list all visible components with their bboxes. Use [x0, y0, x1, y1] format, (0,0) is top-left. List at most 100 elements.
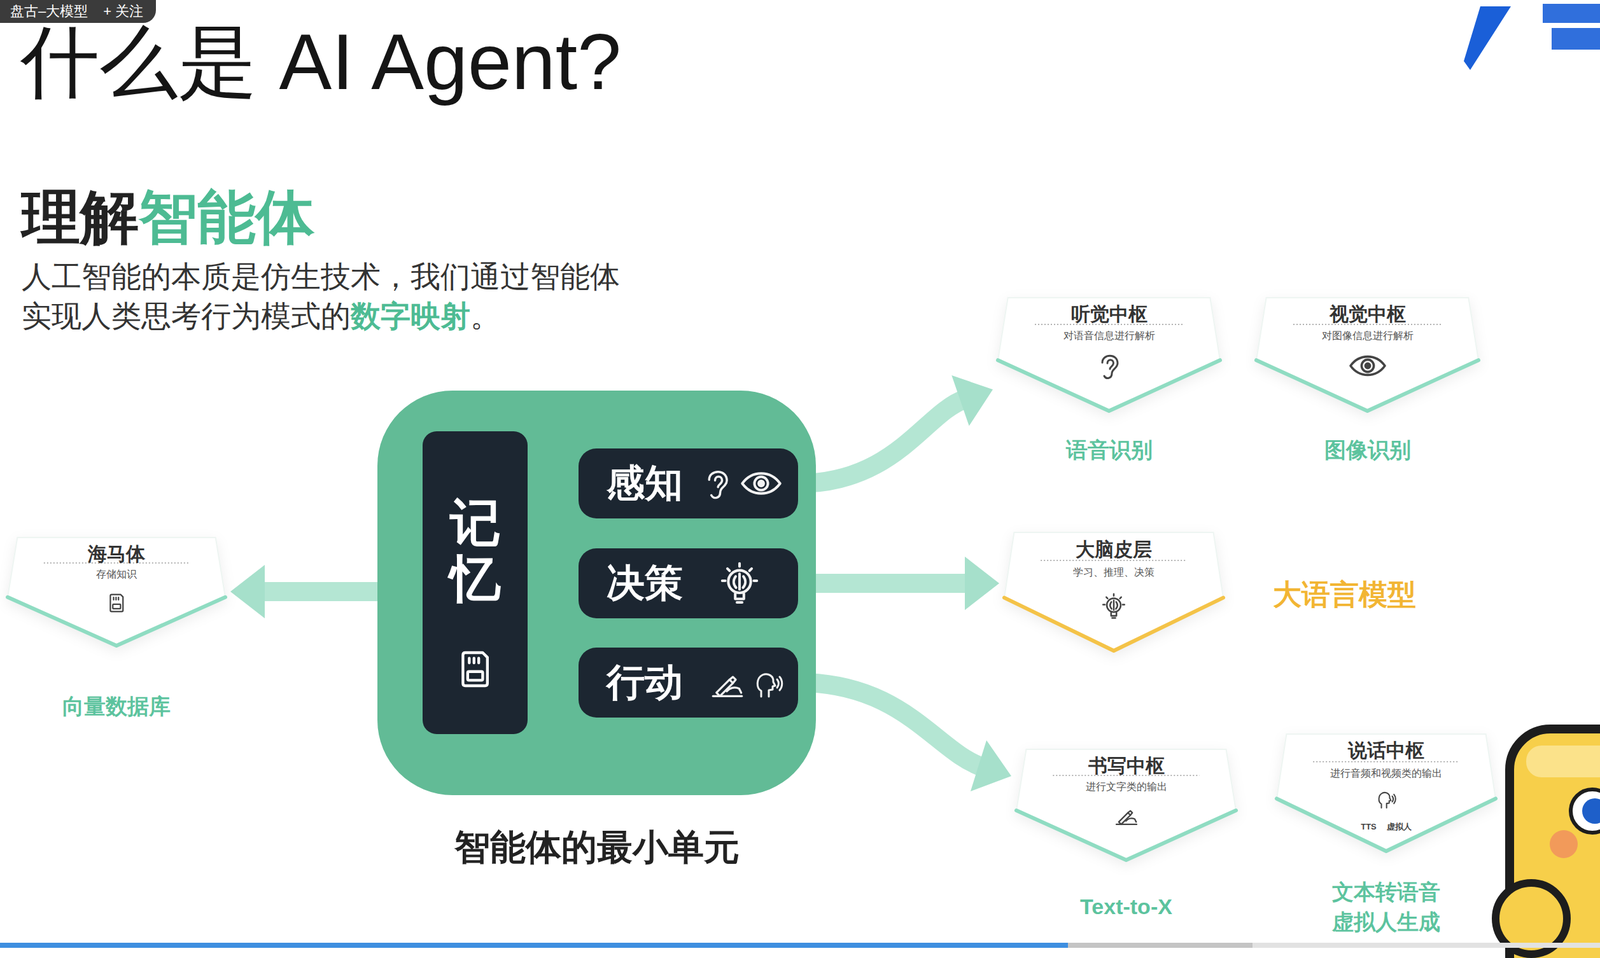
pill-label: 感知 — [606, 464, 683, 503]
intro-paragraph: 人工智能的本质是仿生技术，我们通过智能体实现人类思考行为模式的数字映射。 — [21, 257, 636, 337]
card-outer-label-slot: 文本转语音 虚拟人生成 — [1224, 877, 1548, 938]
card-outer-label: 大语言模型 — [1272, 575, 1417, 615]
card-outline — [1276, 734, 1496, 852]
card-edge — [1004, 598, 1224, 652]
card-title-slot: 书写中枢 — [1015, 754, 1238, 778]
arrow-band — [798, 399, 966, 484]
card-title-slot: 听觉中枢 — [996, 302, 1222, 326]
memory-card-icon — [455, 649, 495, 690]
card-outer-label-slot: 图像识别 — [1204, 435, 1531, 466]
label-text: + 关注 — [103, 1, 144, 22]
card-sub-slot: 进行文字类的输出 — [1015, 780, 1238, 793]
card-subtitle: 对图像信息进行解析 — [1321, 329, 1414, 342]
card-title-slot: 大脑皮层 — [1003, 538, 1225, 562]
card-outer-label: Text-to-X — [1080, 892, 1173, 923]
label-text: 盘古–大模型 — [10, 1, 88, 22]
arrow-band — [798, 574, 970, 594]
mascot-eye — [1570, 789, 1600, 834]
brain-region-card: 大脑皮层学习、推理、决策大语言模型 — [1003, 530, 1225, 653]
label-text: 理解 — [21, 184, 139, 250]
pill-label: 决策 — [606, 564, 683, 603]
progress-played — [0, 943, 1068, 949]
mascot-pupil — [1582, 798, 1600, 825]
card-outer-label-slot: 语音识别 — [945, 435, 1273, 466]
card-edge — [1016, 810, 1236, 861]
mascot-highlight — [1526, 745, 1600, 778]
label-text: 。 — [470, 299, 501, 333]
unit-caption: 智能体的最小单元 — [454, 826, 740, 869]
ear-icon — [698, 465, 736, 503]
card-title: 海马体 — [87, 542, 146, 566]
speaking-head-icon — [752, 668, 785, 701]
logo-slash — [1463, 6, 1511, 71]
card-sub-slot: 存储知识 — [6, 568, 227, 581]
card-subtitle: 进行文字类的输出 — [1085, 780, 1168, 793]
agent-unit-box: 智能体的最小单元记忆 感知 决策 行动 — [377, 390, 816, 796]
label-text: 人工智能的本质是仿生技术，我们通过智能体实现人类思考行为模式的 — [21, 259, 620, 333]
progress-buffer — [1067, 943, 1253, 949]
bulb-icon — [717, 561, 762, 606]
card-outer-label-slot: 大语言模型 — [1272, 575, 1417, 615]
card-outline — [1016, 749, 1236, 861]
card-subtitle: 进行音频和视频类的输出 — [1330, 767, 1443, 780]
title-slot: 什么是 AI Agent? — [20, 16, 622, 108]
vertical-label: 记忆 — [449, 495, 501, 608]
card-title: 书写中枢 — [1088, 754, 1165, 778]
brain-region-card: 听觉中枢对语音信息进行解析语音识别 — [996, 295, 1222, 414]
card-title-slot: 视觉中枢 — [1255, 302, 1480, 326]
eye-icon — [740, 462, 783, 505]
card-title-slot: 说话中枢 — [1275, 739, 1497, 763]
capability-pill: 感知 — [578, 448, 799, 519]
card-divider — [1312, 761, 1460, 764]
arrow-band — [798, 682, 984, 768]
card-edge — [7, 597, 226, 646]
brain-region-card: 海马体存储知识向量数据库 — [6, 535, 227, 648]
capability-pill: 行动 — [578, 647, 799, 718]
ear-icon — [1093, 350, 1126, 382]
arrow-head — [964, 556, 1000, 611]
pill-label: 行动 — [606, 663, 683, 702]
card-sub-slot: 学习、推理、决策 — [1003, 566, 1225, 579]
pill-text-slot: 决策 — [606, 548, 683, 619]
card-outer-label-slot: 向量数据库 — [0, 691, 278, 722]
arrow-head — [951, 375, 993, 426]
section-heading: 理解智能体 — [21, 182, 315, 253]
pill-text-slot: 行动 — [606, 647, 683, 718]
card-outer-label: 图像识别 — [1324, 435, 1411, 466]
flow-arrow — [798, 375, 993, 484]
label-text: 数字映射 — [350, 299, 471, 333]
capability-pill: 决策 — [578, 548, 799, 619]
card-sub-slot: 对语音信息进行解析 — [996, 329, 1222, 342]
card-sub-slot: 进行音频和视频类的输出 — [1275, 767, 1497, 780]
memory-card-icon — [106, 593, 127, 614]
card-edge — [1256, 360, 1479, 412]
brain-region-card: 书写中枢进行文字类的输出Text-to-X — [1015, 747, 1238, 863]
bulb-icon — [1100, 593, 1128, 620]
card-outline — [1256, 297, 1479, 412]
card-title: 大脑皮层 — [1075, 538, 1152, 562]
page-title: 什么是 AI Agent? — [20, 16, 622, 108]
card-tiny-label: 虚拟人 — [1386, 822, 1412, 833]
brain-region-card: 说话中枢进行音频和视频类的输出TTS虚拟人文本转语音 虚拟人生成 — [1275, 732, 1497, 854]
card-subtitle: 对语音信息进行解析 — [1063, 329, 1156, 342]
label-text: 智能体 — [138, 184, 315, 250]
card-subtitle: 学习、推理、决策 — [1073, 566, 1155, 579]
card-title: 说话中枢 — [1347, 739, 1425, 763]
card-outline — [7, 537, 226, 646]
card-divider — [1040, 560, 1187, 562]
pill-text-slot: 感知 — [606, 448, 683, 519]
card-outer-label: 向量数据库 — [62, 691, 171, 722]
card-sub-slot: 对图像信息进行解析 — [1255, 329, 1480, 342]
card-tiny-label: TTS — [1360, 822, 1377, 833]
card-edge — [997, 360, 1221, 412]
mascot-cheek — [1549, 830, 1578, 859]
video-overlay-bar: 盘古–大模型 + 关注 — [0, 0, 156, 23]
logo-block — [1542, 3, 1600, 23]
eye-icon — [1348, 346, 1387, 386]
card-outer-label: 语音识别 — [1066, 435, 1153, 466]
card-outer-label-slot: Text-to-X — [964, 892, 1289, 923]
card-title-slot: 海马体 — [6, 542, 227, 566]
vertical-text-slot: 记忆 — [422, 495, 528, 608]
